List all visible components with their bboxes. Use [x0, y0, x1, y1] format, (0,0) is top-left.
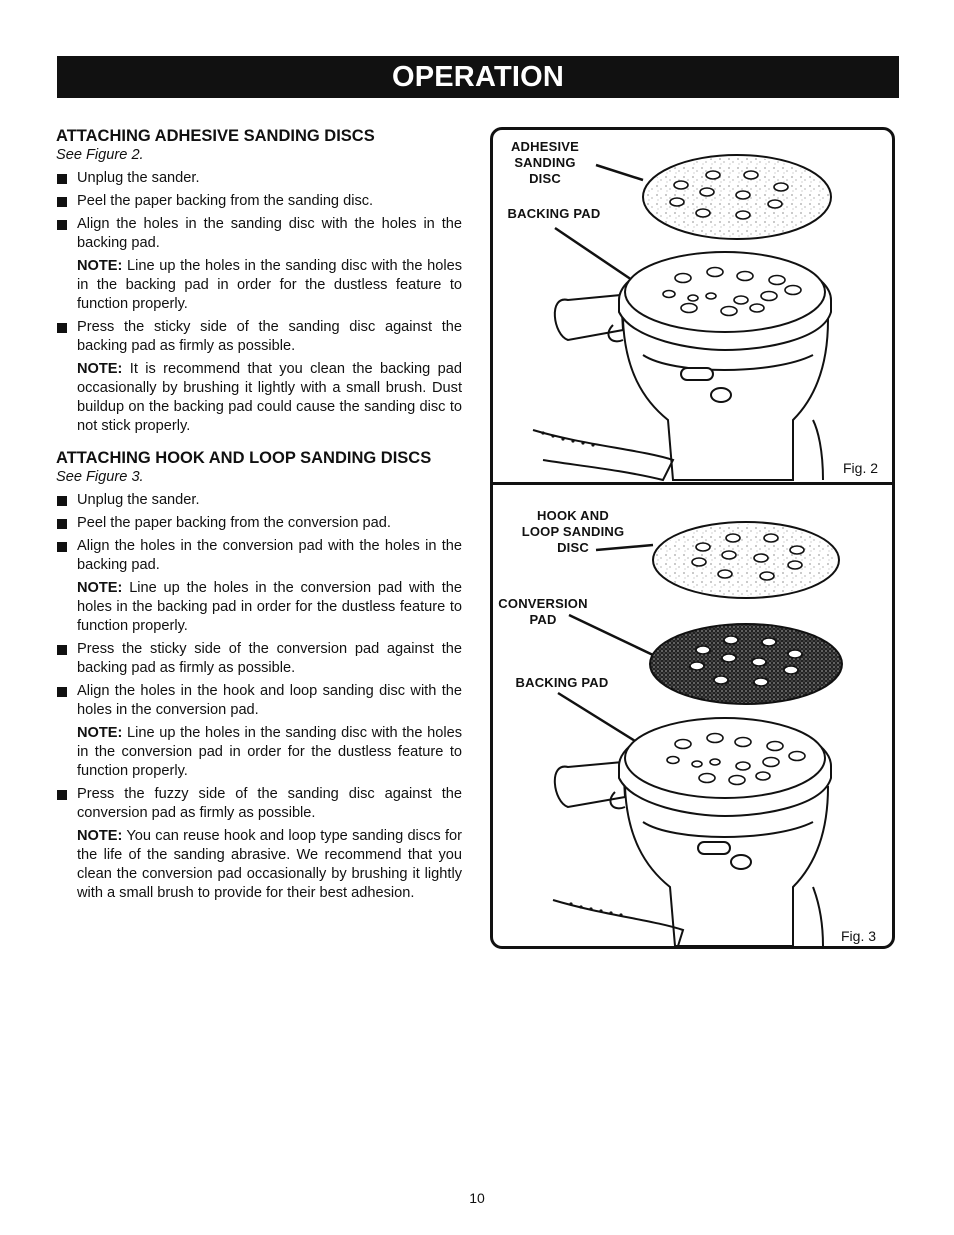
note-paragraph: NOTE: Line up the holes in the sanding d…	[56, 724, 462, 781]
note-label: NOTE:	[77, 828, 123, 844]
figure-caption-fig3: Fig. 3	[841, 928, 877, 944]
bullet-text: Align the holes in the conversion pad wi…	[77, 538, 462, 573]
bullet-text: Align the holes in the sanding disc with…	[77, 216, 462, 251]
bullet-square-icon	[57, 197, 67, 207]
bullet-square-icon	[57, 174, 67, 184]
bullet-item: Align the holes in the conversion pad wi…	[56, 537, 462, 575]
note-text: Line up the holes in the conversion pad …	[77, 580, 462, 634]
note-label: NOTE:	[77, 361, 123, 377]
section-heading-hook-loop: ATTACHING HOOK AND LOOP SANDING DISCS	[56, 449, 432, 467]
figure-reference: See Figure 3.	[56, 469, 144, 485]
section-heading-adhesive: ATTACHING ADHESIVE SANDING DISCS	[56, 127, 375, 145]
label-conversion-pad: CONVERSION PAD	[498, 596, 588, 627]
bullet-text: Peel the paper backing from the conversi…	[77, 515, 391, 531]
conversion-pad	[649, 623, 843, 705]
vent-dots	[569, 902, 623, 917]
bullet-square-icon	[57, 687, 67, 697]
figure-caption-fig2: Fig. 2	[843, 460, 879, 476]
bullet-text: Press the sticky side of the conversion …	[77, 641, 462, 676]
bullet-text: Press the fuzzy side of the sanding disc…	[77, 786, 462, 821]
note-paragraph: NOTE: Line up the holes in the sanding d…	[56, 257, 462, 314]
bullet-text: Press the sticky side of the sanding dis…	[77, 319, 462, 354]
bullet-square-icon	[57, 496, 67, 506]
bullet-item: Unplug the sander.	[56, 491, 462, 510]
bullet-square-icon	[57, 323, 67, 333]
figure-panel	[490, 127, 895, 949]
sander-body-fig2	[532, 251, 832, 482]
bullet-item: Unplug the sander.	[56, 169, 462, 188]
note-text: It is recommend that you clean the backi…	[77, 361, 462, 434]
bullet-text: Peel the paper backing from the sanding …	[77, 193, 374, 209]
sander-illustration	[532, 154, 843, 946]
bullet-item: Peel the paper backing from the conversi…	[56, 514, 462, 533]
bullet-text: Align the holes in the hook and loop san…	[77, 683, 462, 718]
bullet-item: Align the holes in the hook and loop san…	[56, 682, 462, 720]
label-hook-loop-disc: HOOK AND LOOP SANDING DISC	[521, 508, 625, 555]
bullet-text: Unplug the sander.	[77, 170, 200, 186]
leader-line	[568, 613, 654, 657]
bullet-square-icon	[57, 645, 67, 655]
leader-line	[554, 226, 636, 284]
note-label: NOTE:	[77, 580, 123, 596]
section-banner: OPERATION	[57, 56, 899, 98]
bullet-square-icon	[57, 542, 67, 552]
bullet-square-icon	[57, 220, 67, 230]
bullet-square-icon	[57, 519, 67, 529]
label-backing-pad-fig3: BACKING PAD	[515, 675, 609, 690]
note-label: NOTE:	[77, 725, 123, 741]
adhesive-sanding-disc	[642, 154, 832, 240]
note-text: You can reuse hook and loop type sanding…	[77, 828, 462, 901]
hook-and-loop-sanding-disc	[652, 521, 840, 599]
bullet-text: Unplug the sander.	[77, 492, 200, 508]
vent-dots	[541, 431, 595, 447]
figure-reference: See Figure 2.	[56, 147, 144, 163]
bullet-square-icon	[57, 790, 67, 800]
note-paragraph: NOTE: You can reuse hook and loop type s…	[56, 827, 462, 903]
leader-line	[595, 543, 654, 552]
sander-body-fig3	[552, 717, 832, 946]
instructions-column: ATTACHING ADHESIVE SANDING DISCS See Fig…	[56, 126, 462, 907]
note-paragraph: NOTE: Line up the holes in the conversio…	[56, 579, 462, 636]
bullet-item: Press the sticky side of the conversion …	[56, 640, 462, 678]
page-number: 10	[469, 1190, 485, 1206]
label-adhesive-disc: ADHESIVE SANDING DISC	[510, 139, 580, 186]
label-backing-pad-fig2: BACKING PAD	[507, 206, 601, 221]
bullet-item: Align the holes in the sanding disc with…	[56, 215, 462, 253]
backing-pad-holes	[662, 266, 802, 317]
backing-pad-holes	[666, 732, 806, 786]
note-text: Line up the holes in the sanding disc wi…	[77, 725, 462, 779]
bullet-item: Press the sticky side of the sanding dis…	[56, 318, 462, 356]
page-title: OPERATION	[391, 60, 565, 93]
note-text: Line up the holes in the sanding disc wi…	[77, 258, 462, 312]
figure-divider	[492, 482, 894, 485]
hook-loop-steps: Unplug the sander. Peel the paper backing…	[56, 491, 462, 903]
adhesive-steps: Unplug the sander. Peel the paper backing…	[56, 169, 462, 436]
bullet-item: Peel the paper backing from the sanding …	[56, 192, 462, 211]
bullet-item: Press the fuzzy side of the sanding disc…	[56, 785, 462, 823]
leader-line	[595, 163, 644, 182]
note-label: NOTE:	[77, 258, 123, 274]
note-paragraph: NOTE: It is recommend that you clean the…	[56, 360, 462, 436]
